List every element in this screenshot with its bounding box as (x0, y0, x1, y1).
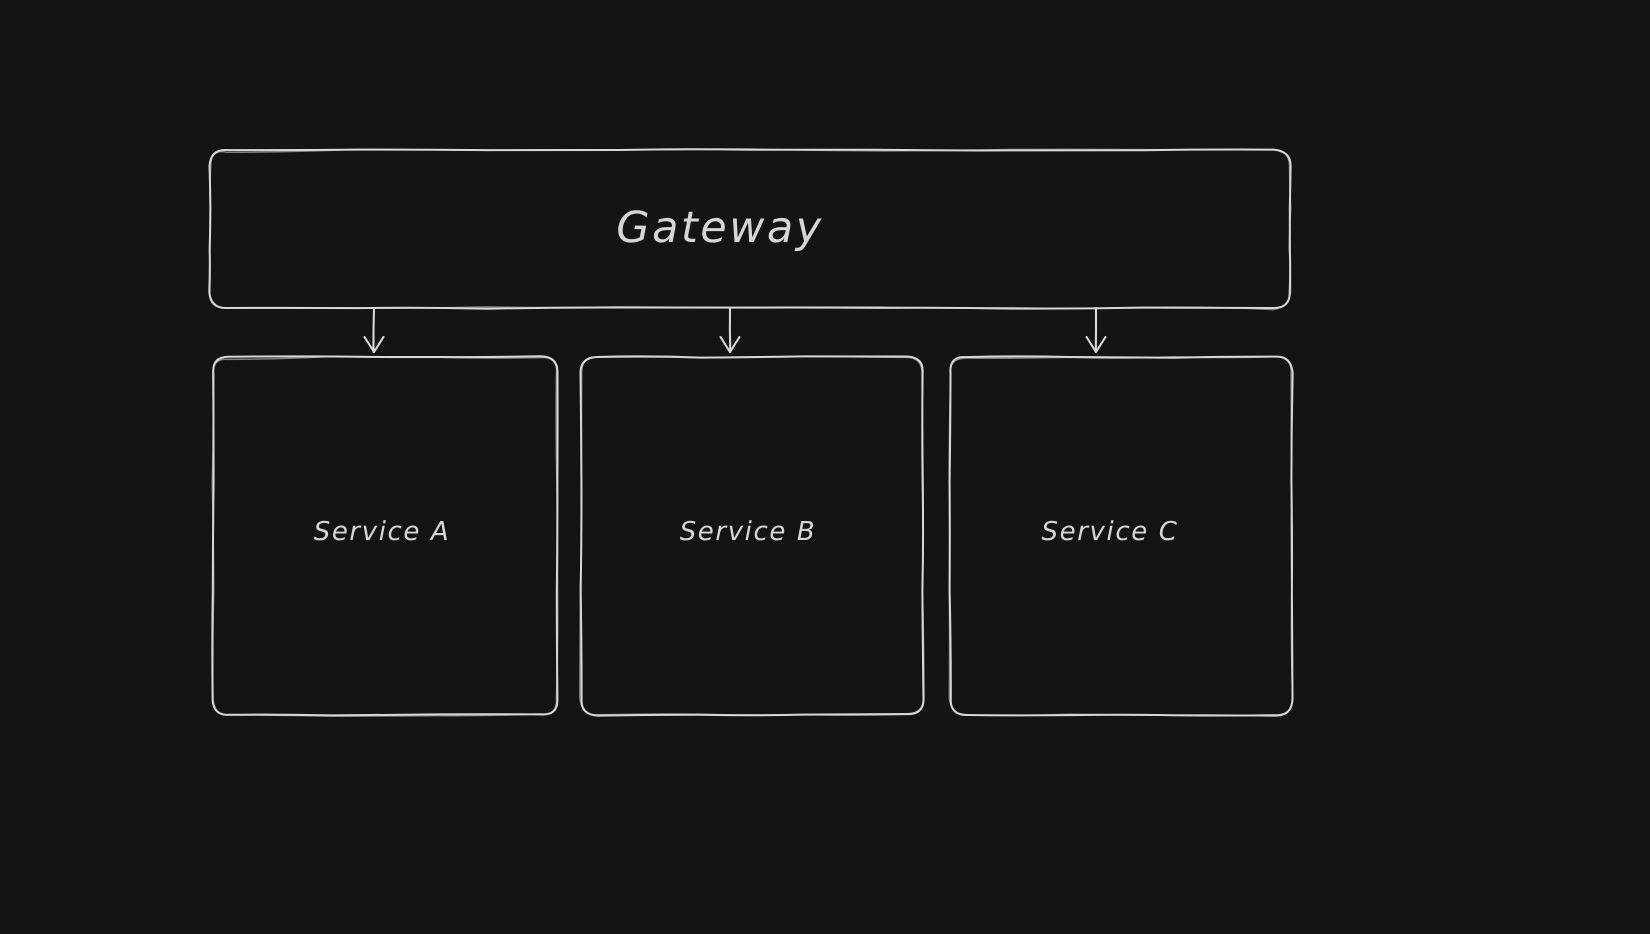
node-service-a[interactable] (213, 357, 557, 715)
node-gateway[interactable] (210, 150, 1290, 308)
edge-gateway-to-service-c[interactable] (1085, 306, 1107, 354)
edge-gateway-to-service-a[interactable] (363, 306, 385, 354)
shapes-group (208, 148, 1294, 718)
edges-group (363, 306, 1107, 354)
node-outline-gateway (208, 148, 1292, 311)
node-service-b[interactable] (581, 357, 923, 715)
arrowhead-icon (1085, 335, 1107, 354)
node-label-gateway: Gateway (616, 203, 824, 253)
edge-shaft (372, 306, 376, 354)
node-service-c[interactable] (950, 357, 1292, 715)
arrowhead-icon (363, 335, 385, 354)
arrowhead-icon (719, 335, 741, 354)
node-outline-service-c (948, 355, 1294, 718)
node-label-service-b: Service B (679, 517, 817, 547)
edge-gateway-to-service-b[interactable] (719, 306, 741, 354)
node-outline-service-b (579, 355, 925, 716)
node-label-service-c: Service C (1041, 517, 1179, 547)
node-label-service-a: Service A (313, 517, 451, 547)
node-outline-service-a (211, 355, 559, 717)
